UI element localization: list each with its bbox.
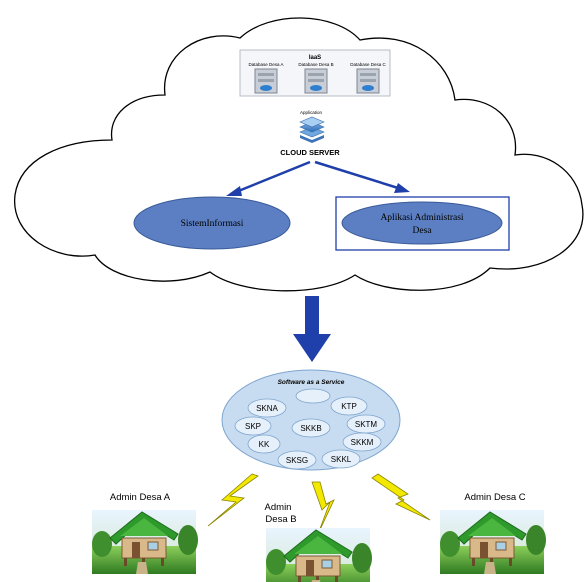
application-label: Application <box>300 110 323 115</box>
house-image-desa-b <box>265 527 373 582</box>
saas-item-sksg-label: SKSG <box>286 456 308 465</box>
saas-item-skna-label: SKNA <box>256 404 278 413</box>
iaas-panel: IaaS Database Desa A Database Desa B Dat… <box>239 49 391 97</box>
arrow-to-sistem-informasi <box>226 160 311 196</box>
arrow-to-aplikasi <box>314 160 410 193</box>
saas-panel: Software as a Service SKNA KTP SKP SKKB … <box>221 369 401 471</box>
admin-desa-b-label-line1: Admin <box>265 502 292 513</box>
cloud-to-saas-arrow <box>293 296 331 362</box>
lightning-bolt-icon-a <box>207 473 259 527</box>
saas-empty-bubble <box>295 388 331 404</box>
database-server-icon-a <box>254 68 278 94</box>
saas-title: Software as a Service <box>278 379 345 386</box>
admin-desa-c-label: Admin Desa C <box>464 492 525 503</box>
sistem-informasi-label: SistemInformasi <box>181 218 244 229</box>
saas-item-sktm-label: SKTM <box>355 420 378 429</box>
saas-item-ktp: KTP <box>330 396 368 416</box>
aplikasi-label-line2: Desa <box>413 226 433 236</box>
admin-desa-b-label-line2: Desa B <box>265 514 296 525</box>
database-label-b: Database Desa B <box>298 62 333 67</box>
saas-item-skp-label: SKP <box>245 422 261 431</box>
cloud-server-label: CLOUD SERVER <box>280 148 340 157</box>
admin-desa-a-label: Admin Desa A <box>110 492 171 503</box>
database-server-icon-b <box>304 68 328 94</box>
lightning-bolt-icon-b <box>311 481 335 535</box>
house-image-desa-c <box>439 509 547 575</box>
saas-item-skna: SKNA <box>247 398 287 418</box>
sistem-informasi-node: SistemInformasi <box>133 196 291 250</box>
saas-item-kk-label: KK <box>259 440 270 449</box>
saas-item-kk: KK <box>247 434 281 454</box>
saas-item-skkm-label: SKKM <box>351 438 374 447</box>
aplikasi-node: Aplikasi Administrasi Desa <box>335 196 510 251</box>
house-image-desa-a <box>91 509 199 575</box>
saas-item-skp: SKP <box>234 416 272 436</box>
saas-item-sktm: SKTM <box>346 414 386 434</box>
saas-item-skkm: SKKM <box>342 432 382 452</box>
database-label-c: Database Desa C <box>350 62 386 67</box>
saas-item-ktp-label: KTP <box>341 402 357 411</box>
saas-item-skkb-label: SKKB <box>300 424 321 433</box>
saas-item-skkl: SKKL <box>321 449 361 469</box>
lightning-bolt-icon-c <box>371 473 431 521</box>
database-server-icon-c <box>356 68 380 94</box>
saas-item-sksg: SKSG <box>277 450 317 470</box>
aplikasi-label-line1: Aplikasi Administrasi <box>380 213 463 223</box>
saas-item-skkl-label: SKKL <box>331 455 352 464</box>
iaas-title: IaaS <box>309 55 321 61</box>
application-stack-icon: Application <box>299 110 325 143</box>
database-label-a: Database Desa A <box>248 62 283 67</box>
saas-item-skkb: SKKB <box>291 418 331 438</box>
